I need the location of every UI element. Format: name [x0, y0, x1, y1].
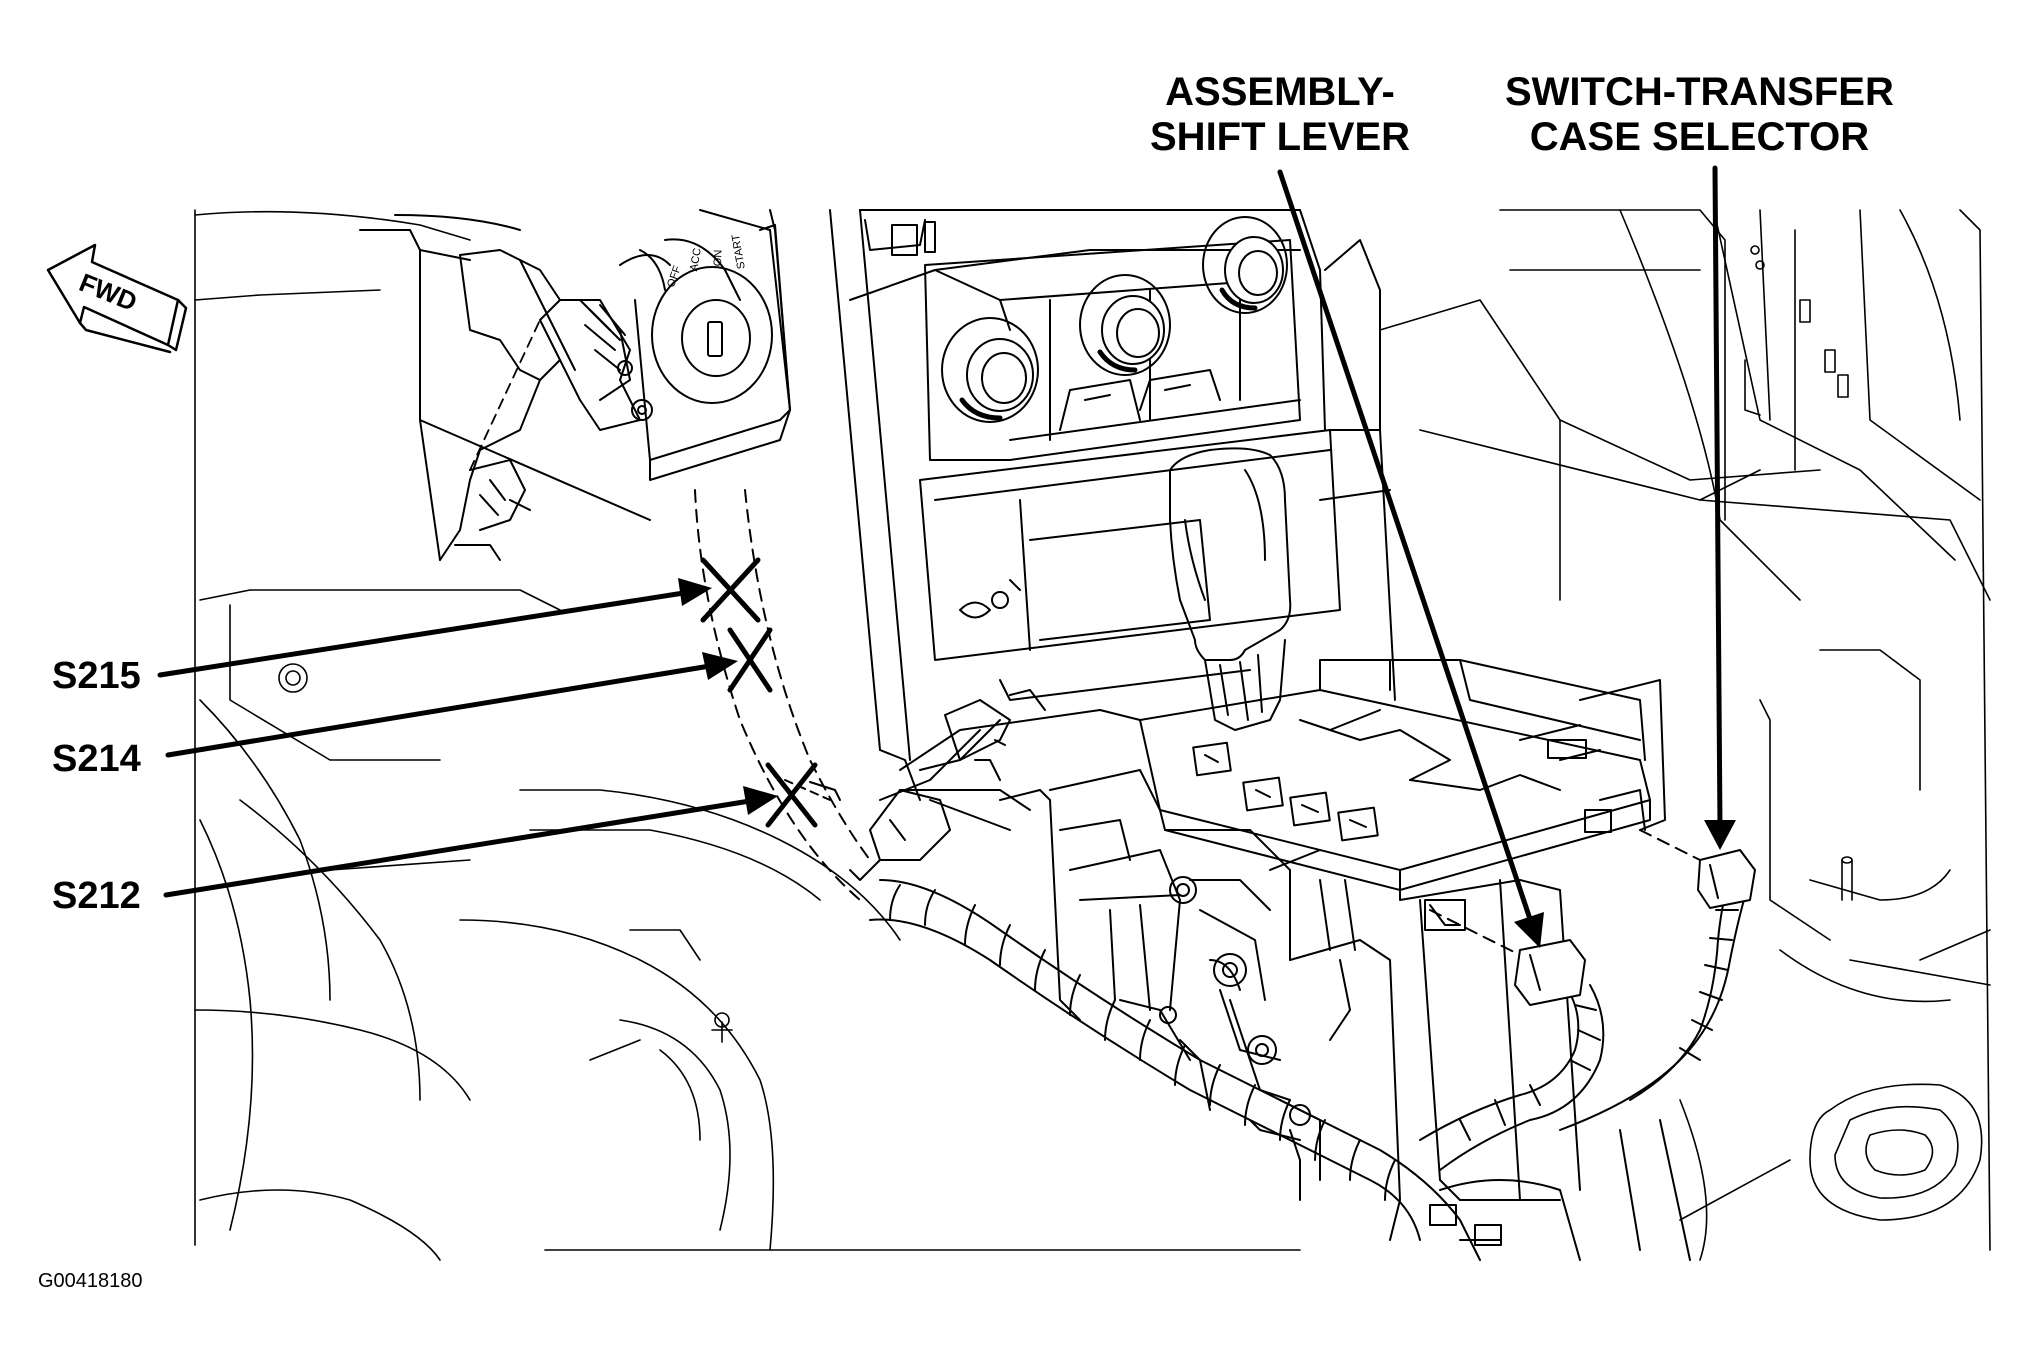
callout-shift-lever-line2: SHIFT LEVER: [1150, 114, 1411, 159]
center-stack: [769, 209, 1396, 801]
wiring-harness: [694, 489, 1756, 1261]
callout-transfer-switch-line1: SWITCH-TRANSFER: [1505, 70, 1894, 114]
splice-mark-s212: [765, 762, 818, 828]
callout-transfer-switch-line2: CASE SELECTOR: [1529, 114, 1870, 159]
callout-shift-lever-line1: ASSEMBLY-: [1165, 70, 1395, 114]
floor-and-body-panels: [194, 209, 1301, 1261]
ignition-label-on: ON: [712, 249, 725, 267]
callout-shift-lever: ASSEMBLY- SHIFT LEVER: [1150, 70, 1410, 160]
splice-mark-s215: [700, 557, 761, 623]
dash-panel-left: [359, 214, 653, 561]
splice-mark-s214: [727, 627, 773, 693]
shifter-assembly: [849, 447, 1666, 1241]
splice-markers: [700, 557, 818, 828]
leader-shift-lever: [1277, 169, 1535, 928]
figure-id: G00418180: [38, 1270, 143, 1292]
leader-transfer-switch: [1712, 165, 1723, 831]
leader-s212: [163, 797, 759, 898]
fwd-arrow-icon: [46, 243, 188, 354]
leader-lines: [157, 165, 1723, 928]
leader-arrowheads: [678, 578, 1736, 948]
splice-label-s214: S214: [52, 738, 141, 780]
leader-s215: [157, 589, 693, 678]
right-pillar-and-floor: [1379, 209, 1991, 1261]
splice-label-s215: S215: [52, 655, 141, 697]
callout-transfer-switch: SWITCH-TRANSFER CASE SELECTOR: [1505, 70, 1894, 160]
ignition-switch: [619, 209, 791, 481]
leader-s214: [165, 662, 719, 758]
splice-label-s212: S212: [52, 875, 141, 917]
